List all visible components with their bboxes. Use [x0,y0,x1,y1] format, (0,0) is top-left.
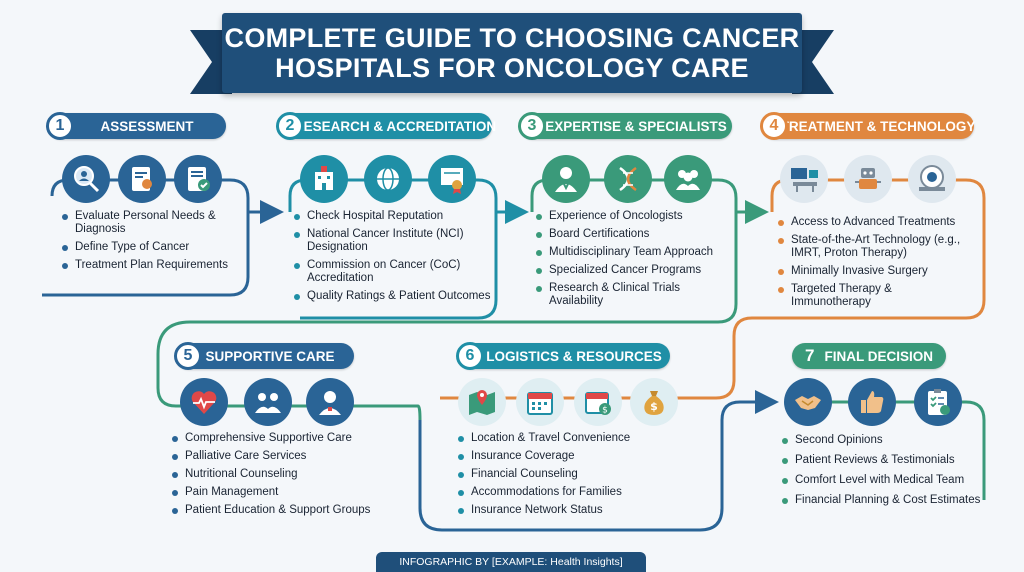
certificate-icon [428,155,476,203]
list-item: Specialized Cancer Programs [536,264,731,277]
handshake-icon [784,378,832,426]
step-4-number: 4 [760,112,788,140]
doctor-icon [542,155,590,203]
list-item: Define Type of Cancer [62,241,242,254]
step-4-title: TREATMENT & TECHNOLOGY [780,118,976,134]
nurse-icon [306,378,354,426]
connector-1 [42,178,250,297]
list-item: Quality Ratings & Patient Outcomes [294,290,494,303]
step-7-number: 7 [805,346,815,365]
magnifier-person-icon [62,155,110,203]
title-banner: COMPLETE GUIDE TO CHOOSING CANCER HOSPIT… [222,13,802,93]
money-bag-icon: $ [630,378,678,426]
step-5-title: SUPPORTIVE CARE [205,348,335,364]
list-item: Nutritional Counseling [172,468,387,481]
step-4-list: Access to Advanced Treatments State-of-t… [778,216,968,314]
svg-text:$: $ [602,406,608,416]
step-7-list: Second Opinions Patient Reviews & Testim… [782,434,992,512]
step-6-title: LOGISTICS & RESOURCES [486,348,662,364]
step-3-number: 3 [518,112,546,140]
clipboard-search-icon [118,155,166,203]
title-line-2: HOSPITALS FOR ONCOLOGY CARE [275,53,749,83]
list-item: Patient Education & Support Groups [172,504,387,517]
hospital-icon [300,155,348,203]
step-2-list: Check Hospital Reputation National Cance… [294,210,494,308]
calendar-icon [516,378,564,426]
checklist-icon [174,155,222,203]
calendar-dollar-icon: $ [574,378,622,426]
step-5-number: 5 [174,342,202,370]
list-item: Experience of Oncologists [536,210,731,223]
list-item: Multidisciplinary Team Approach [536,246,731,259]
list-item: Pain Management [172,486,387,499]
list-item: Treatment Plan Requirements [62,259,242,272]
checklist-clipboard-icon [914,378,962,426]
list-item: Targeted Therapy & Immunotherapy [778,283,968,309]
list-item: Minimally Invasive Surgery [778,265,968,278]
title-line-1: COMPLETE GUIDE TO CHOOSING CANCER [224,23,800,53]
step-5-list: Comprehensive Supportive Care Palliative… [172,432,387,522]
list-item: Comfort Level with Medical Team [782,474,992,487]
step-7-title: FINAL DECISION [824,348,933,364]
map-pin-icon [458,378,506,426]
list-item: Palliative Care Services [172,450,387,463]
step-4-header: TREATMENT & TECHNOLOGY [762,113,976,139]
list-item: Insurance Coverage [458,450,658,463]
step-1-title: ASSESSMENT [100,118,194,134]
connector-2 [288,178,498,320]
list-item: Second Opinions [782,434,992,447]
list-item: Comprehensive Supportive Care [172,432,387,445]
thumbs-up-icon [848,378,896,426]
list-item: Patient Reviews & Testimonials [782,454,992,467]
connector-7 [800,400,986,500]
mri-scanner-icon [908,155,956,203]
team-icon [664,155,712,203]
dna-icon [604,155,652,203]
step-6-number: 6 [456,342,484,370]
step-1-number: 1 [46,112,74,140]
monitor-equipment-icon [780,155,828,203]
list-item: Financial Counseling [458,468,658,481]
step-1-header: ASSESSMENT [48,113,226,139]
step-7-header: 7 FINAL DECISION [792,343,946,369]
list-item: Research & Clinical Trials Availability [536,282,731,308]
list-item: Insurance Network Status [458,504,658,517]
list-item: Location & Travel Convenience [458,432,658,445]
step-3-header: EXPERTISE & SPECIALISTS [520,113,732,139]
list-item: Financial Planning & Cost Estimates [782,494,992,507]
step-2-header: RESEARCH & ACCREDITATION [278,113,496,139]
step-6-header: LOGISTICS & RESOURCES [458,343,670,369]
step-2-number: 2 [276,112,304,140]
step-3-list: Experience of Oncologists Board Certific… [536,210,731,313]
svg-text:$: $ [650,400,658,413]
list-item: Accommodations for Families [458,486,658,499]
robot-icon [844,155,892,203]
heart-pulse-icon [180,378,228,426]
list-item: Check Hospital Reputation [294,210,494,223]
footer-credit: INFOGRAPHIC BY [EXAMPLE: Health Insights… [376,552,646,572]
step-1-list: Evaluate Personal Needs & Diagnosis Defi… [62,210,242,277]
list-item: Commission on Cancer (CoC) Accreditation [294,259,494,285]
list-item: Board Certifications [536,228,731,241]
list-item: State-of-the-Art Technology (e.g., IMRT,… [778,234,968,260]
step-5-header: SUPPORTIVE CARE [176,343,354,369]
step-3-title: EXPERTISE & SPECIALISTS [545,118,727,134]
list-item: National Cancer Institute (NCI) Designat… [294,228,494,254]
list-item: Evaluate Personal Needs & Diagnosis [62,210,242,236]
list-item: Access to Advanced Treatments [778,216,968,229]
globe-icon [364,155,412,203]
step-6-list: Location & Travel Convenience Insurance … [458,432,658,522]
connector-5-6 [418,390,779,532]
support-group-icon [244,378,292,426]
step-2-title: RESEARCH & ACCREDITATION [293,118,497,134]
